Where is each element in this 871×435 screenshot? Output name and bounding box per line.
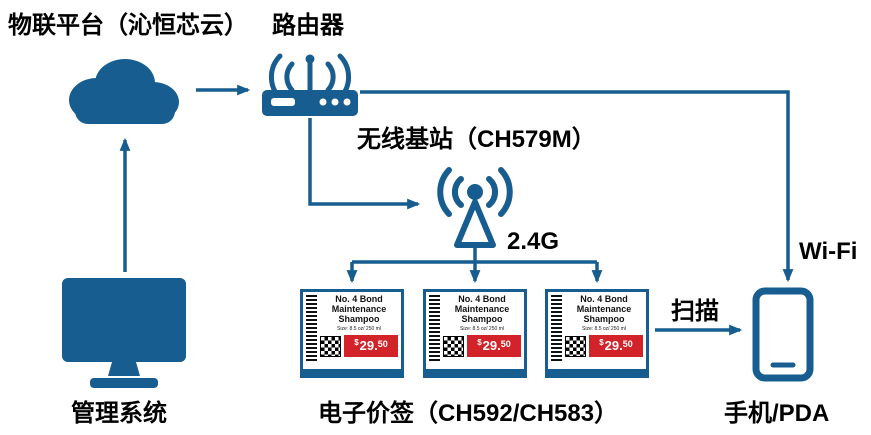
- price-value: $29.50: [467, 334, 521, 357]
- arrow-router-to-phone: [360, 90, 794, 283]
- scan-label: 扫描: [671, 298, 719, 325]
- router-label: 路由器: [272, 12, 344, 39]
- base-station-label: 无线基站（CH579M）: [357, 126, 596, 153]
- product-subtitle: Size: 8.5 oz/ 250 ml: [337, 325, 381, 332]
- base-station-icon: [437, 167, 513, 248]
- barcode: [306, 295, 317, 363]
- price-value: $29.50: [344, 334, 398, 357]
- phone-pda-label: 手机/PDA: [724, 400, 830, 427]
- monitor-icon: [62, 278, 186, 388]
- cloud-icon: [69, 59, 179, 124]
- qr-code-icon: [320, 335, 341, 357]
- price-tag: No. 4 Bond Maintenance Shampoo Size: 8.5…: [300, 289, 404, 378]
- barcode: [429, 295, 440, 363]
- arrow-router-to-basestation: [308, 118, 421, 210]
- arrow-basestation-to-tags: [346, 248, 603, 284]
- router-icon: [262, 53, 358, 116]
- price-value: $29.50: [589, 334, 643, 357]
- price-tag: No. 4 Bond Maintenance Shampoo Size: 8.5…: [545, 289, 649, 378]
- management-system-label: 管理系统: [71, 400, 167, 427]
- qr-code-icon: [443, 335, 464, 357]
- product-subtitle: Size: 8.5 oz/ 250 ml: [460, 325, 504, 332]
- wifi-label: Wi-Fi: [799, 238, 858, 265]
- product-title: No. 4 Bond Maintenance Shampoo: [331, 294, 387, 324]
- product-title: No. 4 Bond Maintenance Shampoo: [454, 294, 510, 324]
- price-tags-label: 电子价签（CH592/CH583）: [318, 400, 619, 427]
- barcode: [551, 295, 562, 363]
- iot-platform-label: 物联平台（沁恒芯云）: [8, 12, 248, 39]
- frequency-label: 2.4G: [507, 228, 560, 255]
- product-subtitle: Size: 8.5 oz/ 250 ml: [582, 325, 626, 332]
- product-title: No. 4 Bond Maintenance Shampoo: [576, 294, 632, 324]
- price-tag: No. 4 Bond Maintenance Shampoo Size: 8.5…: [423, 289, 527, 378]
- phone-icon: [752, 287, 814, 382]
- qr-code-icon: [565, 335, 586, 357]
